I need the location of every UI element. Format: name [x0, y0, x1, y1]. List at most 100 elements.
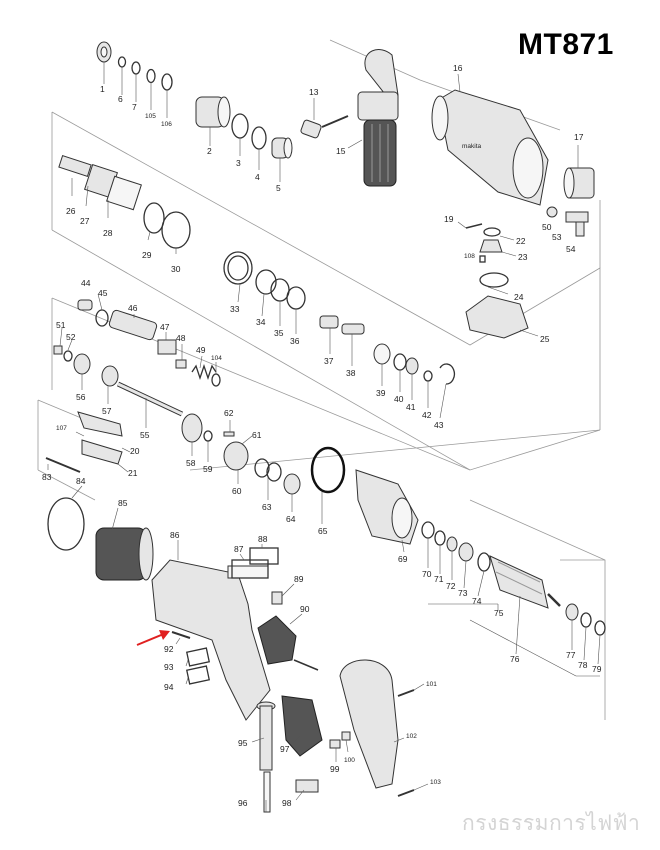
part-90-brush-holder	[257, 615, 319, 671]
part-86-housing	[151, 559, 271, 721]
part-19	[465, 223, 483, 229]
part-83	[45, 457, 81, 473]
callout-83: 83	[42, 472, 52, 482]
callout-86: 86	[170, 530, 180, 540]
callout-19: 19	[444, 214, 454, 224]
callout-49: 49	[196, 345, 206, 355]
part-49	[191, 363, 217, 381]
callout-65: 65	[318, 526, 328, 536]
callout-37: 37	[324, 356, 334, 366]
callout-96: 96	[238, 798, 248, 808]
part-23	[479, 239, 503, 253]
callout-6: 6	[118, 94, 123, 104]
part-16-gear-housing: makita	[431, 89, 549, 206]
part-94	[185, 665, 211, 685]
callout-3: 3	[236, 158, 241, 168]
part-40	[393, 353, 407, 371]
callout-93: 93	[164, 662, 174, 672]
callout-46: 46	[128, 303, 138, 313]
callout-13: 13	[309, 87, 319, 97]
part-36	[286, 286, 306, 310]
callout-101: 101	[426, 681, 437, 688]
callout-23: 23	[518, 252, 528, 262]
callout-35: 35	[274, 328, 284, 338]
part-20-21	[77, 411, 123, 465]
part-44	[77, 299, 93, 311]
part-59	[203, 430, 213, 442]
callout-98: 98	[282, 798, 292, 808]
part-4	[251, 126, 267, 150]
model-title: MT871	[518, 28, 614, 61]
callout-15: 15	[336, 146, 346, 156]
callout-44: 44	[81, 278, 91, 288]
part-52	[63, 350, 73, 362]
callout-64: 64	[286, 514, 296, 524]
callout-62: 62	[224, 408, 234, 418]
part-106	[161, 73, 173, 91]
part-24	[479, 272, 509, 288]
callout-29: 29	[142, 250, 152, 260]
part-50	[546, 206, 558, 218]
part-30	[161, 211, 191, 249]
callout-57: 57	[102, 406, 112, 416]
callout-22: 22	[516, 236, 526, 246]
part-103	[397, 789, 415, 797]
part-3	[231, 113, 249, 139]
callout-4: 4	[255, 172, 260, 182]
callout-78: 78	[578, 660, 588, 670]
part-53-54	[565, 211, 589, 237]
part-46	[108, 309, 158, 341]
callout-61: 61	[252, 430, 262, 440]
part-17	[563, 167, 595, 199]
part-41	[405, 357, 419, 375]
part-1	[96, 41, 112, 63]
red-arrow-pointer	[136, 630, 170, 646]
callout-48: 48	[176, 333, 186, 343]
callout-106: 106	[161, 121, 172, 128]
callout-2: 2	[207, 146, 212, 156]
part-29	[143, 202, 165, 234]
part-101	[397, 689, 415, 697]
callout-90: 90	[300, 604, 310, 614]
callout-88: 88	[258, 534, 268, 544]
part-58	[181, 413, 203, 443]
callout-69: 69	[398, 554, 408, 564]
part-89	[271, 591, 283, 605]
part-13	[300, 115, 349, 139]
part-43	[439, 363, 456, 385]
part-2	[195, 96, 231, 128]
callout-100: 100	[344, 757, 355, 764]
callout-40: 40	[394, 394, 404, 404]
callout-87: 87	[234, 544, 244, 554]
callout-58: 58	[186, 458, 196, 468]
callout-43: 43	[434, 420, 444, 430]
callout-107: 107	[56, 425, 67, 432]
callout-54: 54	[566, 244, 576, 254]
callout-56: 56	[76, 392, 86, 402]
callout-94: 94	[164, 682, 174, 692]
part-102-handle-cover	[339, 659, 399, 789]
part-25	[465, 295, 529, 339]
callout-39: 39	[376, 388, 386, 398]
part-105	[146, 68, 156, 84]
part-15-side-handle	[357, 49, 399, 187]
part-93	[185, 647, 211, 667]
part-104	[211, 373, 221, 387]
part-6	[117, 56, 127, 68]
callout-5: 5	[276, 183, 281, 193]
callout-34: 34	[256, 317, 266, 327]
callout-33: 33	[230, 304, 240, 314]
callout-36: 36	[290, 336, 300, 346]
callout-52: 52	[66, 332, 76, 342]
part-28-tool-holder	[58, 155, 142, 211]
callout-28: 28	[103, 228, 113, 238]
part-92-screw	[171, 631, 191, 639]
callout-103: 103	[430, 779, 441, 786]
callout-73: 73	[458, 588, 468, 598]
callout-72: 72	[446, 581, 456, 591]
callout-47: 47	[160, 322, 170, 332]
part-48	[175, 359, 187, 369]
part-7	[131, 61, 141, 75]
callout-7: 7	[132, 102, 137, 112]
callout-27: 27	[80, 216, 90, 226]
